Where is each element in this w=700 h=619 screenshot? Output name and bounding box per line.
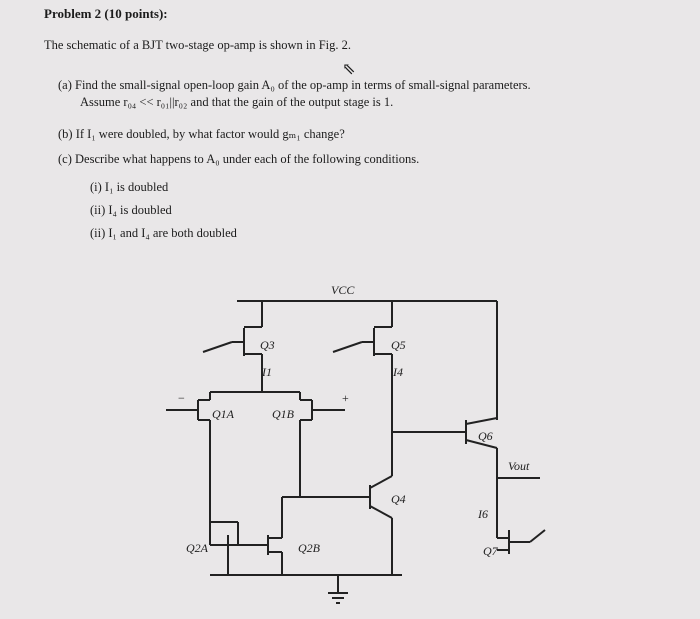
mouse-cursor-icon: ⇖ <box>342 61 356 78</box>
q2a-label: Q2A <box>186 541 209 555</box>
q3-label: Q3 <box>260 338 275 352</box>
q6-label: Q6 <box>478 429 493 443</box>
vout-label: Vout <box>508 459 530 473</box>
q4-emitter <box>369 505 393 519</box>
i6-label: I6 <box>477 507 488 521</box>
q7-label: Q7 <box>483 544 499 558</box>
q4-collector <box>369 475 393 489</box>
q4-label: Q4 <box>391 492 406 506</box>
question-c: (c) Describe what happens to A₀ under ea… <box>58 152 420 166</box>
q7-base-lead <box>529 529 546 543</box>
condition-i: (i) I₁ is doubled <box>90 180 169 194</box>
i1-label: I1 <box>261 365 272 379</box>
problem-intro: The schematic of a BJT two-stage op-amp … <box>44 38 352 52</box>
question-a-line2: Assume r₀₄ << r₀₁||r₀₂ and that the gain… <box>80 95 394 109</box>
q5-label: Q5 <box>391 338 406 352</box>
q2b-label: Q2B <box>298 541 321 555</box>
condition-ii: (ii) I₄ is doubled <box>90 203 172 217</box>
i4-label: I4 <box>392 365 403 379</box>
q6-collector <box>465 417 498 425</box>
q5-base-lead <box>332 341 363 353</box>
vcc-label: VCC <box>331 283 355 297</box>
q6-emitter <box>465 439 498 449</box>
q1a-label: Q1A <box>212 407 235 421</box>
minus-input-label: − <box>178 391 185 405</box>
plus-input-label: + <box>342 391 349 405</box>
question-a-line1: (a) Find the small-signal open-loop gain… <box>58 78 531 92</box>
question-b: (b) If I₁ were doubled, by what factor w… <box>58 127 345 141</box>
q1b-label: Q1B <box>272 407 295 421</box>
condition-iii: (ii) I₁ and I₄ are both doubled <box>90 226 237 240</box>
q3-base-lead <box>202 341 233 353</box>
problem-title: Problem 2 (10 points): <box>44 6 168 21</box>
